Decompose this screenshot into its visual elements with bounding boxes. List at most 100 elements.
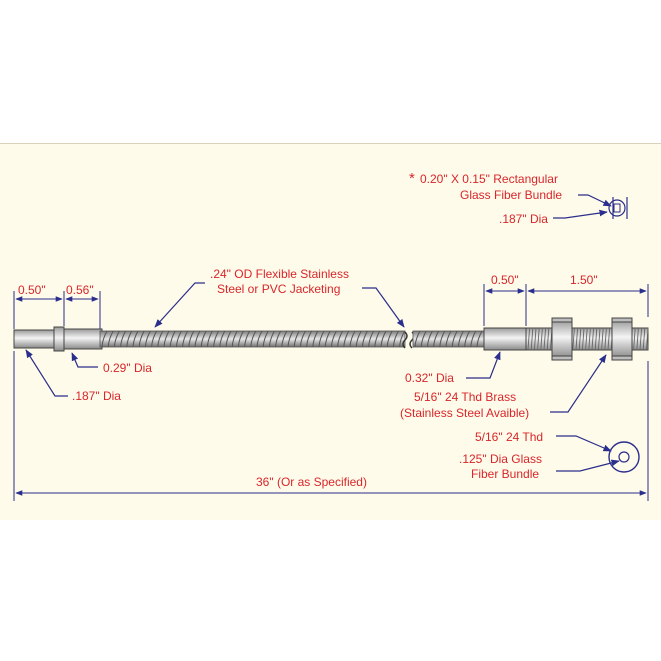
coil-ridge: [151, 330, 158, 348]
thread-line: [601, 327, 604, 351]
end-bundle-label-line2: Fiber Bundle: [471, 467, 539, 481]
coil-ridge: [200, 330, 207, 348]
dim-label-left-b: 0.56": [66, 283, 94, 297]
thread-line: [572, 327, 575, 351]
jacket-right-segment: [412, 330, 486, 348]
thread-line: [639, 327, 643, 351]
coil-ridge: [231, 330, 238, 348]
coil-ridge: [414, 330, 421, 348]
coil-ridge: [337, 330, 344, 348]
coil-ridge: [355, 330, 362, 348]
dim-label-left-a: 0.50": [18, 283, 46, 297]
thread-line: [633, 327, 636, 351]
thread-label-line2: (Stainless Steel Avaible): [400, 406, 529, 420]
rect-label-line2: Glass Fiber Bundle: [460, 188, 562, 202]
thread-line: [591, 327, 595, 351]
coil-ridge: [256, 330, 263, 348]
thread-line: [527, 327, 531, 351]
thread-line: [588, 327, 591, 351]
thread-line: [585, 327, 588, 351]
coil-ridge: [457, 330, 464, 348]
thread-line: [645, 327, 649, 351]
coil-ridge: [281, 330, 288, 348]
coil-ridge: [244, 330, 251, 348]
tip-dia-label: 0.29" Dia: [103, 361, 152, 375]
coil-ridge: [392, 330, 399, 348]
thread-line: [575, 327, 579, 351]
right-ferrule: [483, 327, 527, 351]
coil-ridge: [439, 330, 446, 348]
dim-label-right-b: 1.50": [570, 273, 598, 287]
coil-ridge: [182, 330, 189, 348]
coil-ridge: [169, 330, 176, 348]
dim-label-right-a: 0.50": [491, 273, 519, 287]
left-tip-ferrule: [13, 326, 103, 352]
coil-ridge: [250, 330, 257, 348]
coil-ridge: [206, 330, 213, 348]
end-thread-leader: [556, 435, 612, 452]
coil-ridge: [163, 330, 170, 348]
coil-ridge: [374, 330, 381, 348]
coil-ridge: [157, 330, 164, 348]
thread-line: [530, 327, 534, 351]
coil-ridge: [324, 330, 331, 348]
end-bundle-label-line1: .125" Dia Glass: [459, 452, 542, 466]
ferrule-tip: [13, 329, 55, 349]
end-bundle-leader: [556, 459, 620, 472]
coil-ridge: [368, 330, 375, 348]
coil-ridge: [113, 330, 120, 348]
coil-ridge: [120, 330, 127, 348]
coil-ridge: [330, 330, 337, 348]
coil-ridge: [470, 330, 477, 348]
coil-ridge: [299, 330, 306, 348]
coil-ridge: [126, 330, 133, 348]
jacket-left-segment: [99, 330, 406, 348]
rect-label-line1: 0.20" X 0.15" Rectangular: [420, 172, 558, 186]
coil-ridge: [445, 330, 452, 348]
right-dia-label: 0.32" Dia: [405, 371, 454, 385]
tip-dia-leader: [71, 352, 98, 368]
coil-ridge: [451, 330, 458, 348]
ferrule-dia-label: .187" Dia: [72, 389, 121, 403]
jacket-leaders: [154, 282, 405, 328]
jacket-label-line2: Steel or PVC Jacketing: [217, 282, 340, 296]
rect-dia-label: .187" Dia: [499, 212, 548, 226]
coil-ridge: [275, 330, 282, 348]
coil-ridge: [464, 330, 471, 348]
thread-line: [642, 327, 646, 351]
coil-ridge: [175, 330, 182, 348]
coil-ridge: [312, 330, 319, 348]
coil-ridge: [237, 330, 244, 348]
coil-ridge: [293, 330, 300, 348]
thread-line: [537, 327, 540, 351]
overall-length-dimension: [13, 351, 649, 501]
end-view-circle: [608, 441, 640, 473]
thread-line: [546, 327, 550, 351]
coil-ridge: [426, 330, 433, 348]
coil-ridge: [318, 330, 325, 348]
thread-line: [607, 327, 611, 351]
end-thread-label: 5/16" 24 Thd: [475, 430, 543, 444]
right-dia-leader: [466, 351, 501, 379]
rect-marker: *: [409, 170, 415, 187]
coil-ridge: [219, 330, 226, 348]
thread-label-line1: 5/16" 24 Thd Brass: [414, 390, 516, 404]
coil-ridge: [194, 330, 201, 348]
hex-nut-left: [551, 317, 573, 361]
coil-ridge: [343, 330, 350, 348]
rect-dia-leader: [553, 209, 608, 219]
coil-ridge: [225, 330, 232, 348]
coil-ridge: [420, 330, 427, 348]
coil-ridge: [287, 330, 294, 348]
coil-ridge: [138, 330, 145, 348]
dimension-left: [13, 291, 101, 329]
coil-ridge: [188, 330, 195, 348]
coil-ridge: [380, 330, 387, 348]
thread-line: [533, 327, 537, 351]
rect-label-leader: [578, 194, 612, 207]
fiber-optic-assembly-drawing: 0.50" 0.56" 0.50" 1.50" .24" OD Flexible…: [13, 170, 649, 501]
thread-line: [581, 327, 585, 351]
thread-line: [597, 327, 601, 351]
dimension-right: [483, 284, 649, 326]
coil-ridge: [101, 330, 108, 348]
